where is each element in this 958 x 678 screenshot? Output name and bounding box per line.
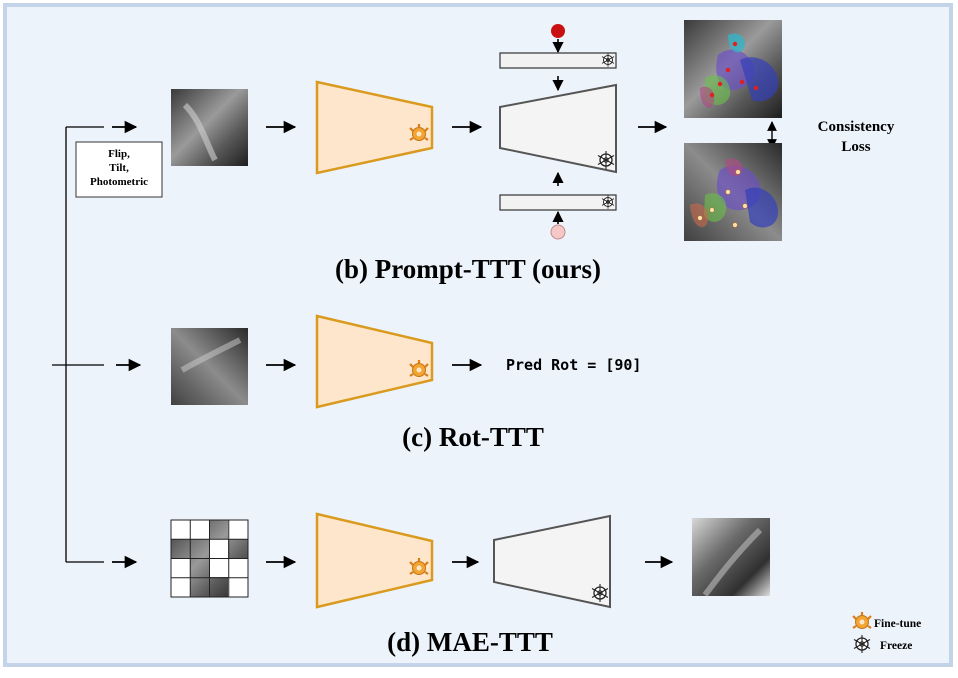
legend: Fine-tune Freeze bbox=[851, 610, 921, 654]
mae-ttt-title: (d) MAE-TTT bbox=[387, 627, 553, 657]
augmentation-line-2: Tilt, bbox=[109, 162, 129, 174]
legend-freeze: Freeze bbox=[880, 640, 912, 652]
consistency-loss-line-2: Loss bbox=[841, 139, 870, 155]
decoder-block bbox=[499, 83, 617, 174]
branch-lines bbox=[52, 126, 104, 563]
prompt-point-light bbox=[550, 224, 566, 240]
reconstructed-xray-image bbox=[692, 518, 770, 597]
rotation-prediction: Pred Rot = [90] bbox=[506, 356, 641, 374]
prompt-point-dark bbox=[551, 24, 565, 38]
mae-ttt-row: (d) MAE-TTT bbox=[112, 512, 770, 657]
consistency-loss-line-1: Consistency bbox=[818, 119, 895, 135]
segmentation-output-bottom bbox=[684, 143, 782, 241]
prompt-ttt-title: (b) Prompt-TTT (ours) bbox=[335, 254, 601, 284]
panel-frame bbox=[3, 3, 953, 667]
xray-input-image bbox=[171, 89, 248, 166]
prompt-encoder-top bbox=[499, 52, 617, 69]
prompt-encoder-bottom bbox=[499, 194, 617, 211]
augmentation-line-1: Flip, bbox=[108, 148, 130, 160]
legend-fine-tune: Fine-tune bbox=[874, 618, 921, 630]
encoder-block bbox=[315, 512, 434, 609]
rot-ttt-row: Pred Rot = [90] (c) Rot-TTT bbox=[116, 314, 641, 452]
rotated-xray-image bbox=[171, 328, 248, 405]
encoder-block bbox=[315, 314, 434, 409]
rot-ttt-title: (c) Rot-TTT bbox=[402, 422, 544, 452]
encoder-block bbox=[315, 80, 434, 175]
prompt-ttt-row: Flip, Tilt, Photometric Consistency Loss… bbox=[75, 20, 895, 284]
decoder-block bbox=[493, 514, 611, 609]
masked-xray-image bbox=[170, 519, 249, 598]
augmentation-box bbox=[75, 141, 163, 198]
segmentation-output-top bbox=[684, 20, 782, 118]
augmentation-line-3: Photometric bbox=[90, 176, 148, 188]
